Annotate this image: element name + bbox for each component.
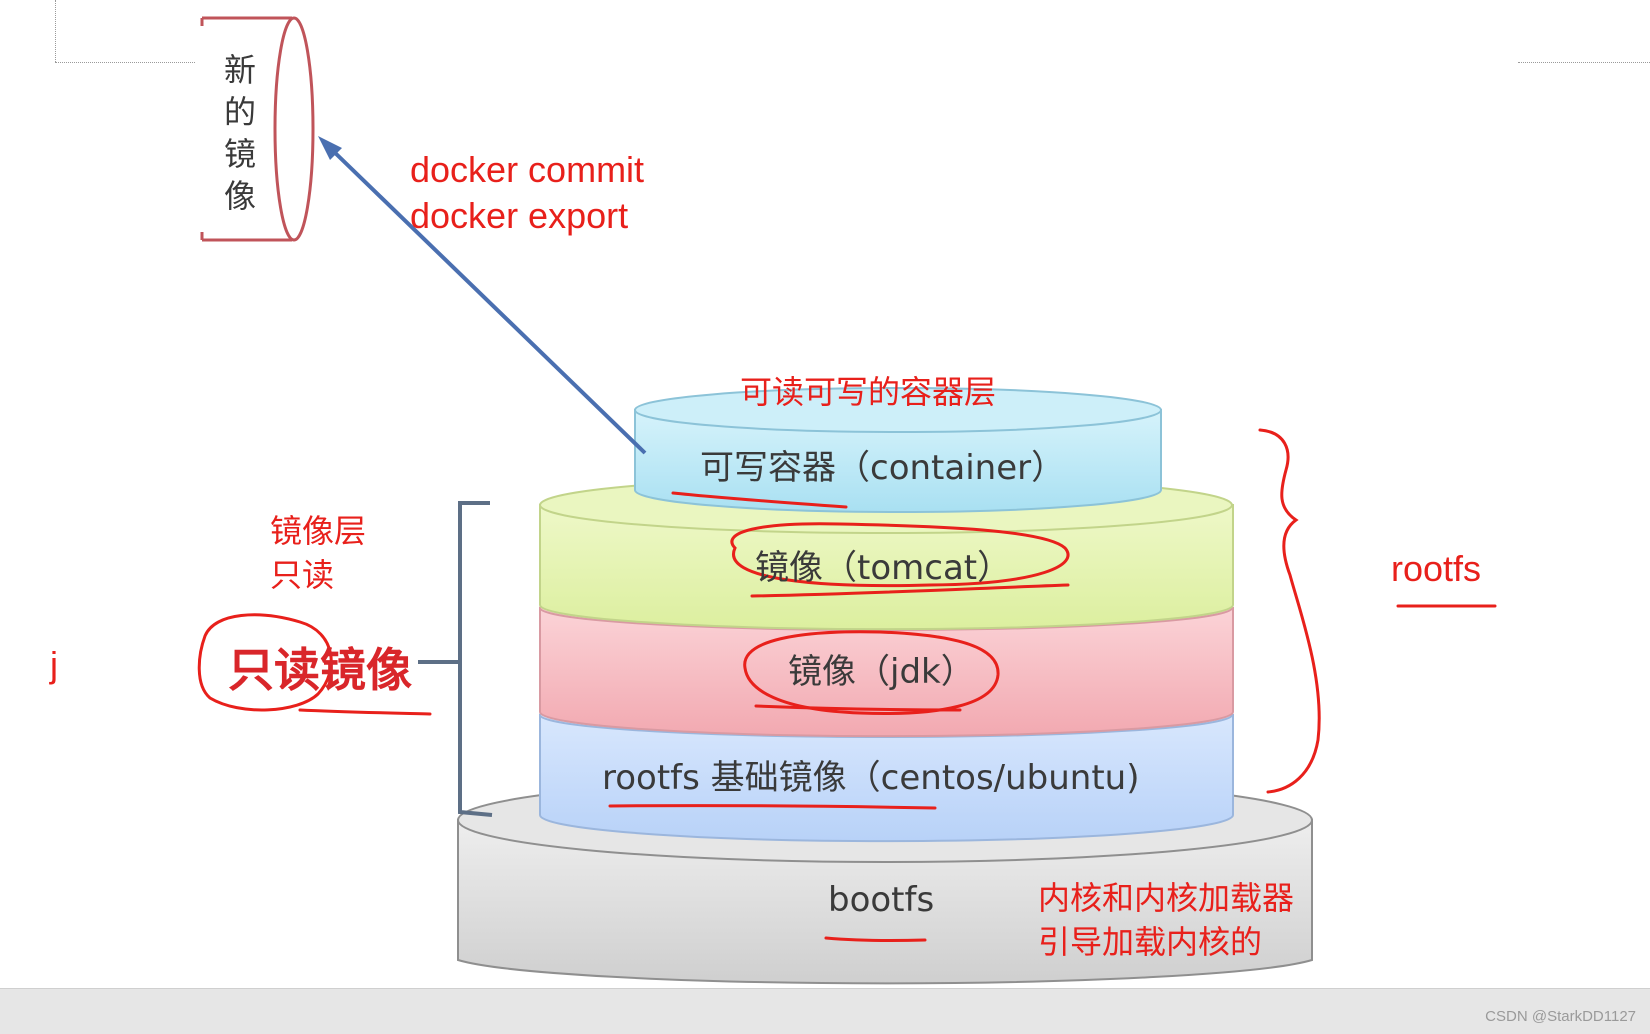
container-layer: [634, 387, 1162, 513]
circle-tomcat: [730, 522, 1070, 588]
page-frame-top-left: [55, 62, 195, 63]
container-layer-note: 可读可写的容器层: [740, 373, 997, 411]
image-layer-note-line2: 只读: [270, 556, 335, 594]
page-frame-left: [55, 0, 56, 62]
new-image-char-3: 镜: [223, 135, 256, 173]
page-frame-top-right: [1518, 62, 1650, 63]
rootfs-brace: [1258, 428, 1321, 794]
underline-bootfs: [824, 936, 927, 943]
bootfs-layer-label: bootfs: [828, 880, 935, 920]
new-image-char-1: 新: [223, 51, 256, 89]
bootfs-note-line1: 内核和内核加载器: [1038, 879, 1295, 917]
underline-jdk: [754, 704, 962, 712]
watermark: CSDN @StarkDD1127: [1485, 1008, 1636, 1025]
rootfs-base-layer-label: rootfs 基础镜像（centos/ubuntu): [602, 758, 1140, 798]
tomcat-layer-label: 镜像（tomcat）: [755, 548, 1012, 588]
container-layer-label: 可写容器（container）: [700, 448, 1066, 488]
underline-container: [671, 491, 848, 509]
readonly-bracket: [418, 501, 493, 817]
circle-readonly: [197, 613, 333, 712]
new-image-char-2: 的: [223, 93, 256, 131]
bottom-bar: [0, 988, 1650, 1034]
docker-layers-diagram: [197, 16, 1497, 985]
jdk-layer-label: 镜像（jdk）: [788, 652, 975, 692]
docker-export-label: docker export: [410, 195, 629, 236]
underline-rootfs: [608, 804, 937, 810]
image-layer-note-line1: 镜像层: [270, 512, 367, 550]
underline-tomcat: [750, 583, 1070, 598]
red-annotations: [197, 428, 1497, 943]
new-image-char-4: 像: [223, 177, 256, 215]
new-image-cylinder: [200, 16, 315, 242]
rootfs-label: rootfs: [1391, 548, 1482, 589]
stray-mark: j: [50, 644, 58, 685]
docker-commit-label: docker commit: [410, 149, 645, 190]
underline-readonly: [298, 708, 432, 716]
commit-arrow: [318, 136, 647, 455]
readonly-image-label: 只读镜像: [228, 643, 412, 697]
bootfs-note-line2: 引导加载内核的: [1038, 923, 1263, 961]
